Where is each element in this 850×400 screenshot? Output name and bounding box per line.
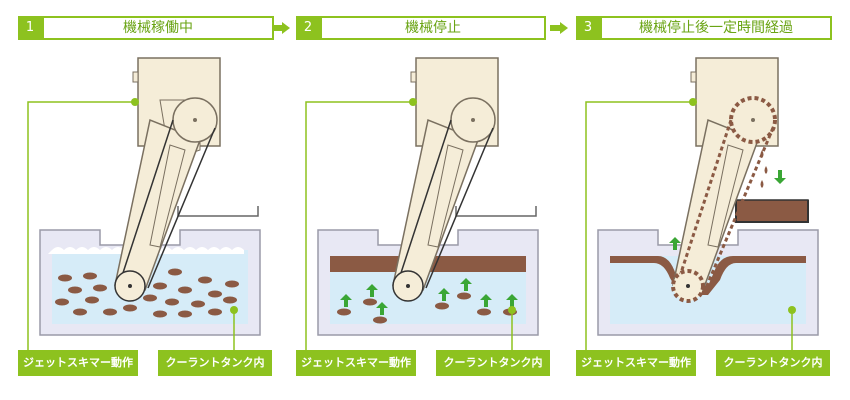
oil-layer: [610, 256, 806, 295]
step-1-title: 機械稼働中: [42, 16, 274, 40]
arrow-right-icon: [272, 22, 290, 34]
label-jet-skimmer: ジェットスキマー動作: [18, 350, 138, 376]
label-coolant-tank: クーラントタンク内: [716, 350, 830, 376]
panel-machine-running: [27, 57, 261, 350]
step-3-number: 3: [576, 16, 600, 40]
step-2-number: 2: [296, 16, 320, 40]
step-2-title: 機械停止: [320, 16, 546, 40]
label-jet-skimmer: ジェットスキマー動作: [296, 350, 416, 376]
arrow-right-icon: [550, 22, 568, 34]
panel-machine-stopped: [305, 57, 539, 350]
step-3-title: 機械停止後一定時間経過: [600, 16, 832, 40]
label-coolant-tank: クーラントタンク内: [436, 350, 550, 376]
label-coolant-tank: クーラントタンク内: [158, 350, 272, 376]
panel-after-time: [585, 57, 819, 350]
step-1-number: 1: [18, 16, 42, 40]
label-jet-skimmer: ジェットスキマー動作: [576, 350, 696, 376]
